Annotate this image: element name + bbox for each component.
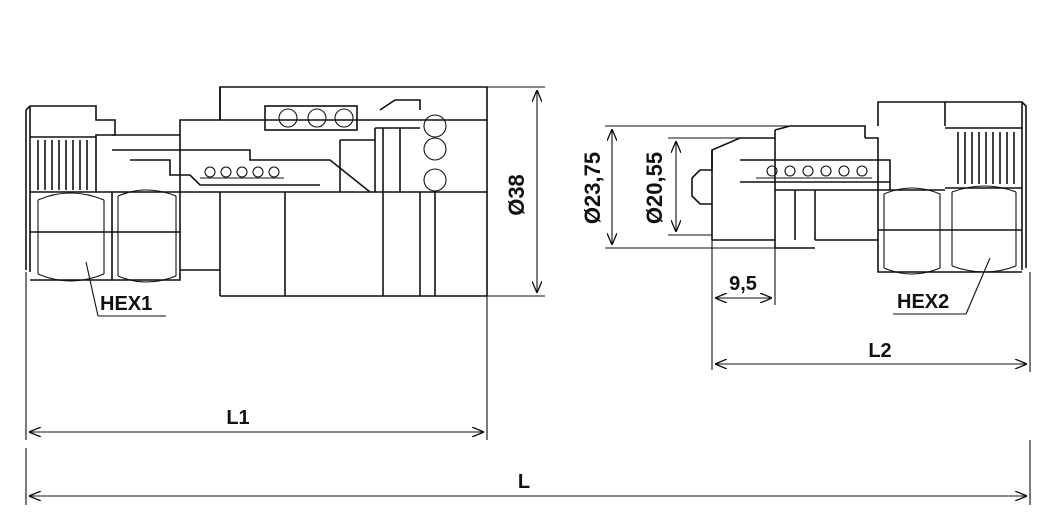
dim-plug-nose: 9,5 [711,240,776,370]
dim-plug-length: L2 [715,272,1031,372]
plug-nut [877,101,946,275]
socket-thread-hatch [37,140,88,190]
socket-nut [112,134,181,283]
leader-socket-hex: HEX1 [85,261,166,317]
dim-socket-diameter: Ø38 [487,86,545,297]
dim-plug-diameter-inner: Ø20,55 [642,137,740,236]
dim-plug-diameter-outer: Ø23,75 [580,125,790,249]
dim-socket-length: L1 [25,272,488,440]
dim-overall-length: L [25,440,1031,505]
plug-hex-end [945,101,1027,273]
leader-plug-hex: HEX2 [893,257,991,315]
label-overall-length: L [518,471,530,493]
socket-hex-end [25,105,116,282]
plug-half [691,101,1027,275]
plug-thread-hatch [957,132,1015,184]
label-socket-diameter: Ø38 [504,174,529,216]
socket-body [130,86,488,297]
label-socket-hex: HEX1 [100,293,152,315]
label-plug-nose: 9,5 [729,273,757,295]
socket-spring [200,166,284,179]
plug-body [740,137,945,273]
label-plug-hex: HEX2 [897,291,949,313]
label-plug-length: L2 [868,340,891,362]
plug-spring [756,165,872,179]
label-socket-length: L1 [226,407,249,429]
label-plug-diameter-outer: Ø23,75 [580,152,605,224]
label-plug-diameter-inner: Ø20,55 [642,152,667,224]
plug-nose [691,125,866,248]
socket-half [25,86,488,297]
